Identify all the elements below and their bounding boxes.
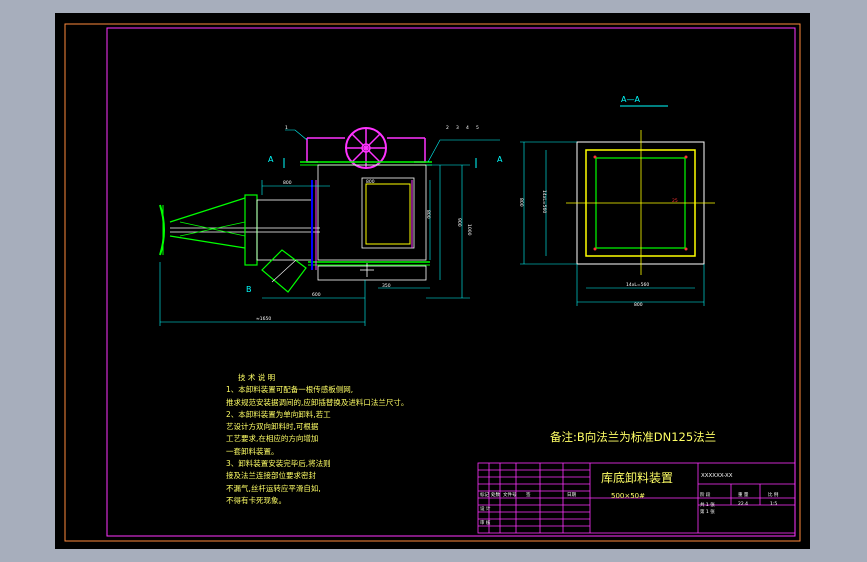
tb-scale-label: 比 例 xyxy=(768,493,779,498)
section-view xyxy=(520,105,715,306)
tb-row-label: 签 xyxy=(526,493,531,498)
tb-design-label: 设 计 xyxy=(480,507,491,512)
note-line: 接及法兰连接部位要求密封 xyxy=(226,471,316,481)
leader-3: 3 xyxy=(456,126,459,131)
dim-width-350: 350 xyxy=(382,284,391,289)
leader-5: 5 xyxy=(476,126,479,131)
note-line: 3、卸料装置安装完毕后,将法则 xyxy=(226,459,331,469)
section-title: A—A xyxy=(621,95,640,104)
dim-sq-inner-v: 14xL=560 xyxy=(541,190,546,214)
tb-scale-value: 1:5 xyxy=(770,502,778,507)
outer-border xyxy=(64,23,801,542)
dim-sq-side-v: 800 xyxy=(518,198,523,207)
section-mark-right: A xyxy=(497,155,503,164)
tb-row-label: 标记 xyxy=(480,493,489,498)
dim-sq-outer-h: 800 xyxy=(634,303,643,308)
note-line: 艺设计方双向卸料时,可根据 xyxy=(226,422,319,432)
leader-4: 4 xyxy=(466,126,469,131)
section-mark-b: B xyxy=(246,285,252,294)
inner-frame xyxy=(106,27,796,537)
dim-height-900: 900 xyxy=(456,218,461,227)
dim-top-width: 800 xyxy=(283,181,292,186)
dim-small: 800 xyxy=(366,180,375,185)
tb-stage-label: 阶 段 xyxy=(700,493,711,498)
leader-1: 1 xyxy=(285,126,288,131)
front-view xyxy=(159,127,500,326)
note-line: 2、本卸料装置为单向卸料,若工 xyxy=(226,409,331,419)
tb-weight-value: 22.4 xyxy=(738,502,749,507)
note-line: 工艺要求,在相应的方向增加 xyxy=(226,434,319,444)
note-line: 推求规范安装据调间的,应卸插替换及进料口法兰尺寸。 xyxy=(226,397,409,407)
dim-center-mark: 25 xyxy=(672,199,678,204)
drawing-canvas xyxy=(55,13,810,549)
tb-row-label: 处数 xyxy=(491,493,500,498)
title-block xyxy=(477,462,796,534)
tb-row-label: 文件号 xyxy=(503,493,517,498)
notes-heading: 技 术 说 明 xyxy=(238,373,276,382)
note-line: 一套卸料装置。 xyxy=(226,446,279,456)
dim-height-800: 800 xyxy=(425,210,430,219)
tb-review-label: 审 核 xyxy=(480,521,491,526)
note-line: 1、本卸料装置可配备一根传感板侧网, xyxy=(226,385,354,395)
tb-sheet-label: 共 1 张 xyxy=(700,503,715,508)
drawing-spec: 500×50# xyxy=(611,492,645,500)
technical-notes: 技 术 说 明 1、本卸料装置可配备一根传感板侧网, 推求规范安装据调间的,应卸… xyxy=(226,372,408,507)
dim-sq-inner-h: 14xL=560 xyxy=(626,283,650,288)
tb-row-label: 日期 xyxy=(567,493,576,498)
remark-text: 备注:B向法兰为标准DN125法兰 xyxy=(550,430,717,444)
tb-sheet-of: 第 1 张 xyxy=(700,510,715,515)
dim-height-1000: 1000 xyxy=(466,224,471,236)
dim-length: ≈1650 xyxy=(256,317,272,322)
tb-count-label: 重 量 xyxy=(738,493,749,498)
section-mark-left: A xyxy=(268,155,274,164)
leader-2: 2 xyxy=(446,126,449,131)
note-line: 不漏气,丝杆运转应平滑自如, xyxy=(226,483,321,493)
drawing-title: 库底卸料装置 xyxy=(601,471,674,485)
note-line: 不得有卡死现象。 xyxy=(226,495,286,505)
drawing-code: XXXXXX-XX xyxy=(701,473,733,479)
dim-width-600: 600 xyxy=(312,293,321,298)
